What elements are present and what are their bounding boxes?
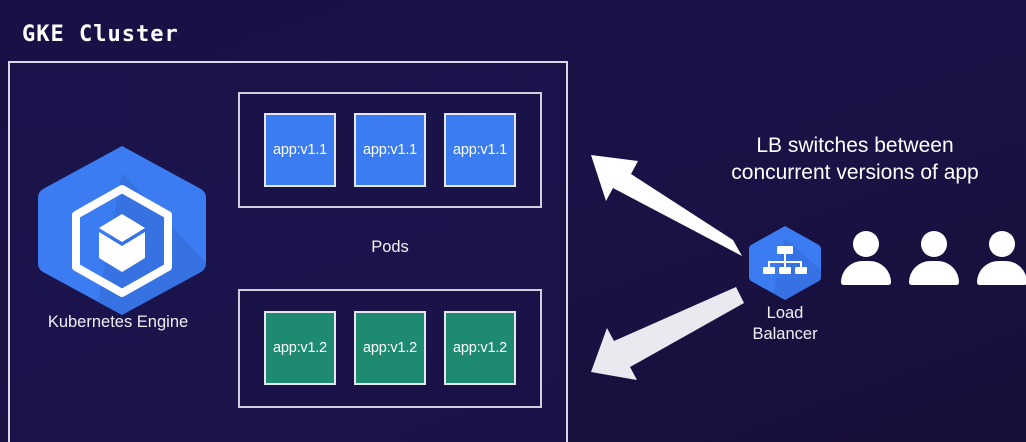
user-icon-1 (840, 231, 892, 285)
lb-annotation: LB switches between concurrent versions … (684, 133, 1026, 187)
load-balancer-label-line2: Balancer (752, 325, 818, 344)
pod-v1-2-3[interactable]: app:v1.2 (444, 311, 516, 385)
user-icon-2 (908, 231, 960, 285)
load-balancer-label: Load Balancer (722, 303, 848, 345)
pod-v1-1-2[interactable]: app:v1.1 (354, 113, 426, 187)
users-group (840, 231, 1026, 285)
lb-annotation-line1: LB switches between (756, 134, 954, 157)
user-body (841, 261, 891, 285)
pods-label: Pods (371, 238, 409, 256)
pod-v1-1-3[interactable]: app:v1.1 (444, 113, 516, 187)
user-head (853, 231, 879, 257)
kubernetes-engine-label: Kubernetes Engine (47, 313, 189, 331)
page-title: GKE Cluster (22, 22, 179, 47)
pod-v1-1-1[interactable]: app:v1.1 (264, 113, 336, 187)
user-icon-3 (976, 231, 1026, 285)
user-head (989, 231, 1015, 257)
load-balancer-hexagon-icon (746, 224, 824, 302)
pod-group-v1-2: app:v1.2 app:v1.2 app:v1.2 (238, 289, 542, 408)
pod-group-v1-1: app:v1.1 app:v1.1 app:v1.1 (238, 92, 542, 208)
user-body (909, 261, 959, 285)
user-body (977, 261, 1026, 285)
user-head (921, 231, 947, 257)
load-balancer-label-line1: Load (766, 304, 804, 322)
lb-annotation-line2: concurrent versions of app (731, 160, 979, 184)
pod-v1-2-2[interactable]: app:v1.2 (354, 311, 426, 385)
kubernetes-engine-hexagon-icon (33, 143, 211, 318)
pod-v1-2-1[interactable]: app:v1.2 (264, 311, 336, 385)
